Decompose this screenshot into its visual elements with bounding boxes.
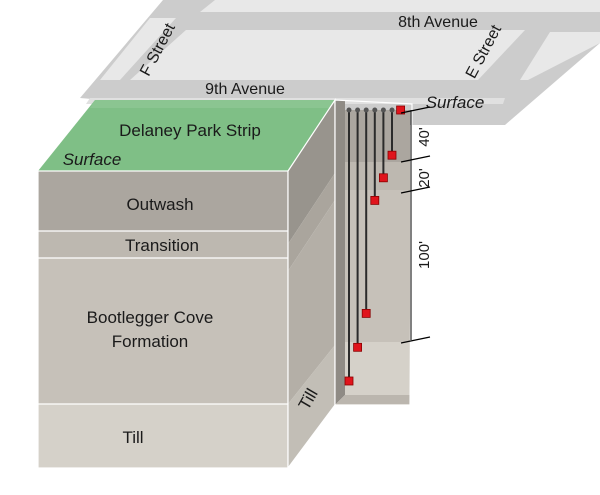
sensor-string-cap xyxy=(372,107,378,113)
outwash-layer xyxy=(38,171,288,231)
side-transition xyxy=(288,173,335,271)
city-block-west xyxy=(100,18,176,80)
sensor-marker xyxy=(353,342,363,352)
sensor-markers xyxy=(344,105,406,386)
cutaway-bootlegger xyxy=(345,190,410,342)
depth-tick-60 xyxy=(400,186,431,194)
depth-label-20: 20' xyxy=(416,168,433,188)
depth-tick-0 xyxy=(400,106,431,114)
cutaway-outwash xyxy=(345,110,410,162)
sensor-strings xyxy=(346,107,404,381)
outwash-label: Outwash xyxy=(126,195,193,214)
borehole-section xyxy=(334,99,413,406)
sensor-marker xyxy=(387,150,397,160)
depth-tick-160 xyxy=(400,336,431,344)
sensor-marker xyxy=(361,308,371,318)
sensor-marker xyxy=(344,376,354,386)
cutaway-outline xyxy=(334,99,413,406)
eighth-avenue-label: 8th Avenue xyxy=(398,14,478,31)
side-till xyxy=(288,345,335,468)
park-strip-label: Delaney Park Strip xyxy=(119,121,261,140)
park-surface-label: Surface xyxy=(63,150,122,169)
depth-label-40: 40' xyxy=(416,127,433,147)
transition-label: Transition xyxy=(125,236,199,255)
bootlegger-cove-label-line2: Formation xyxy=(112,332,189,351)
cutaway-transition xyxy=(345,162,410,190)
side-outwash xyxy=(288,100,335,244)
sensor-string-cap xyxy=(346,107,352,113)
bootlegger-cove-layer xyxy=(38,258,288,404)
bootlegger-cove-label-line1: Bootlegger Cove xyxy=(87,308,214,327)
sensor-string-cap xyxy=(389,107,395,113)
depth-label-100: 100' xyxy=(416,241,433,269)
sensor-marker xyxy=(396,105,406,115)
sensor-string-cap xyxy=(380,107,386,113)
sensor-marker xyxy=(370,195,380,205)
park-strip-top xyxy=(38,100,335,171)
city-block-north xyxy=(200,0,600,12)
till-label: Till xyxy=(122,428,143,447)
till-layer xyxy=(38,404,288,468)
block-front-face xyxy=(37,170,289,469)
cutaway-back-wall xyxy=(335,100,345,405)
street-map xyxy=(80,0,600,125)
transition-layer xyxy=(38,231,288,258)
sensor-string-cap xyxy=(355,107,361,113)
cutaway-till xyxy=(345,342,410,405)
sensor-string-cap xyxy=(363,107,369,113)
side-bootlegger xyxy=(288,200,335,404)
sensor-marker xyxy=(378,173,388,183)
ninth-avenue-label: 9th Avenue xyxy=(205,81,285,98)
depth-dimensions xyxy=(400,106,431,344)
city-block-east xyxy=(520,32,600,80)
cutaway-floor xyxy=(335,395,410,405)
depth-tick-40 xyxy=(400,155,431,163)
block-side-face xyxy=(287,98,336,470)
city-block-center xyxy=(130,30,525,80)
park-strip-edge xyxy=(90,100,335,108)
street-surface-label: Surface xyxy=(426,93,485,112)
